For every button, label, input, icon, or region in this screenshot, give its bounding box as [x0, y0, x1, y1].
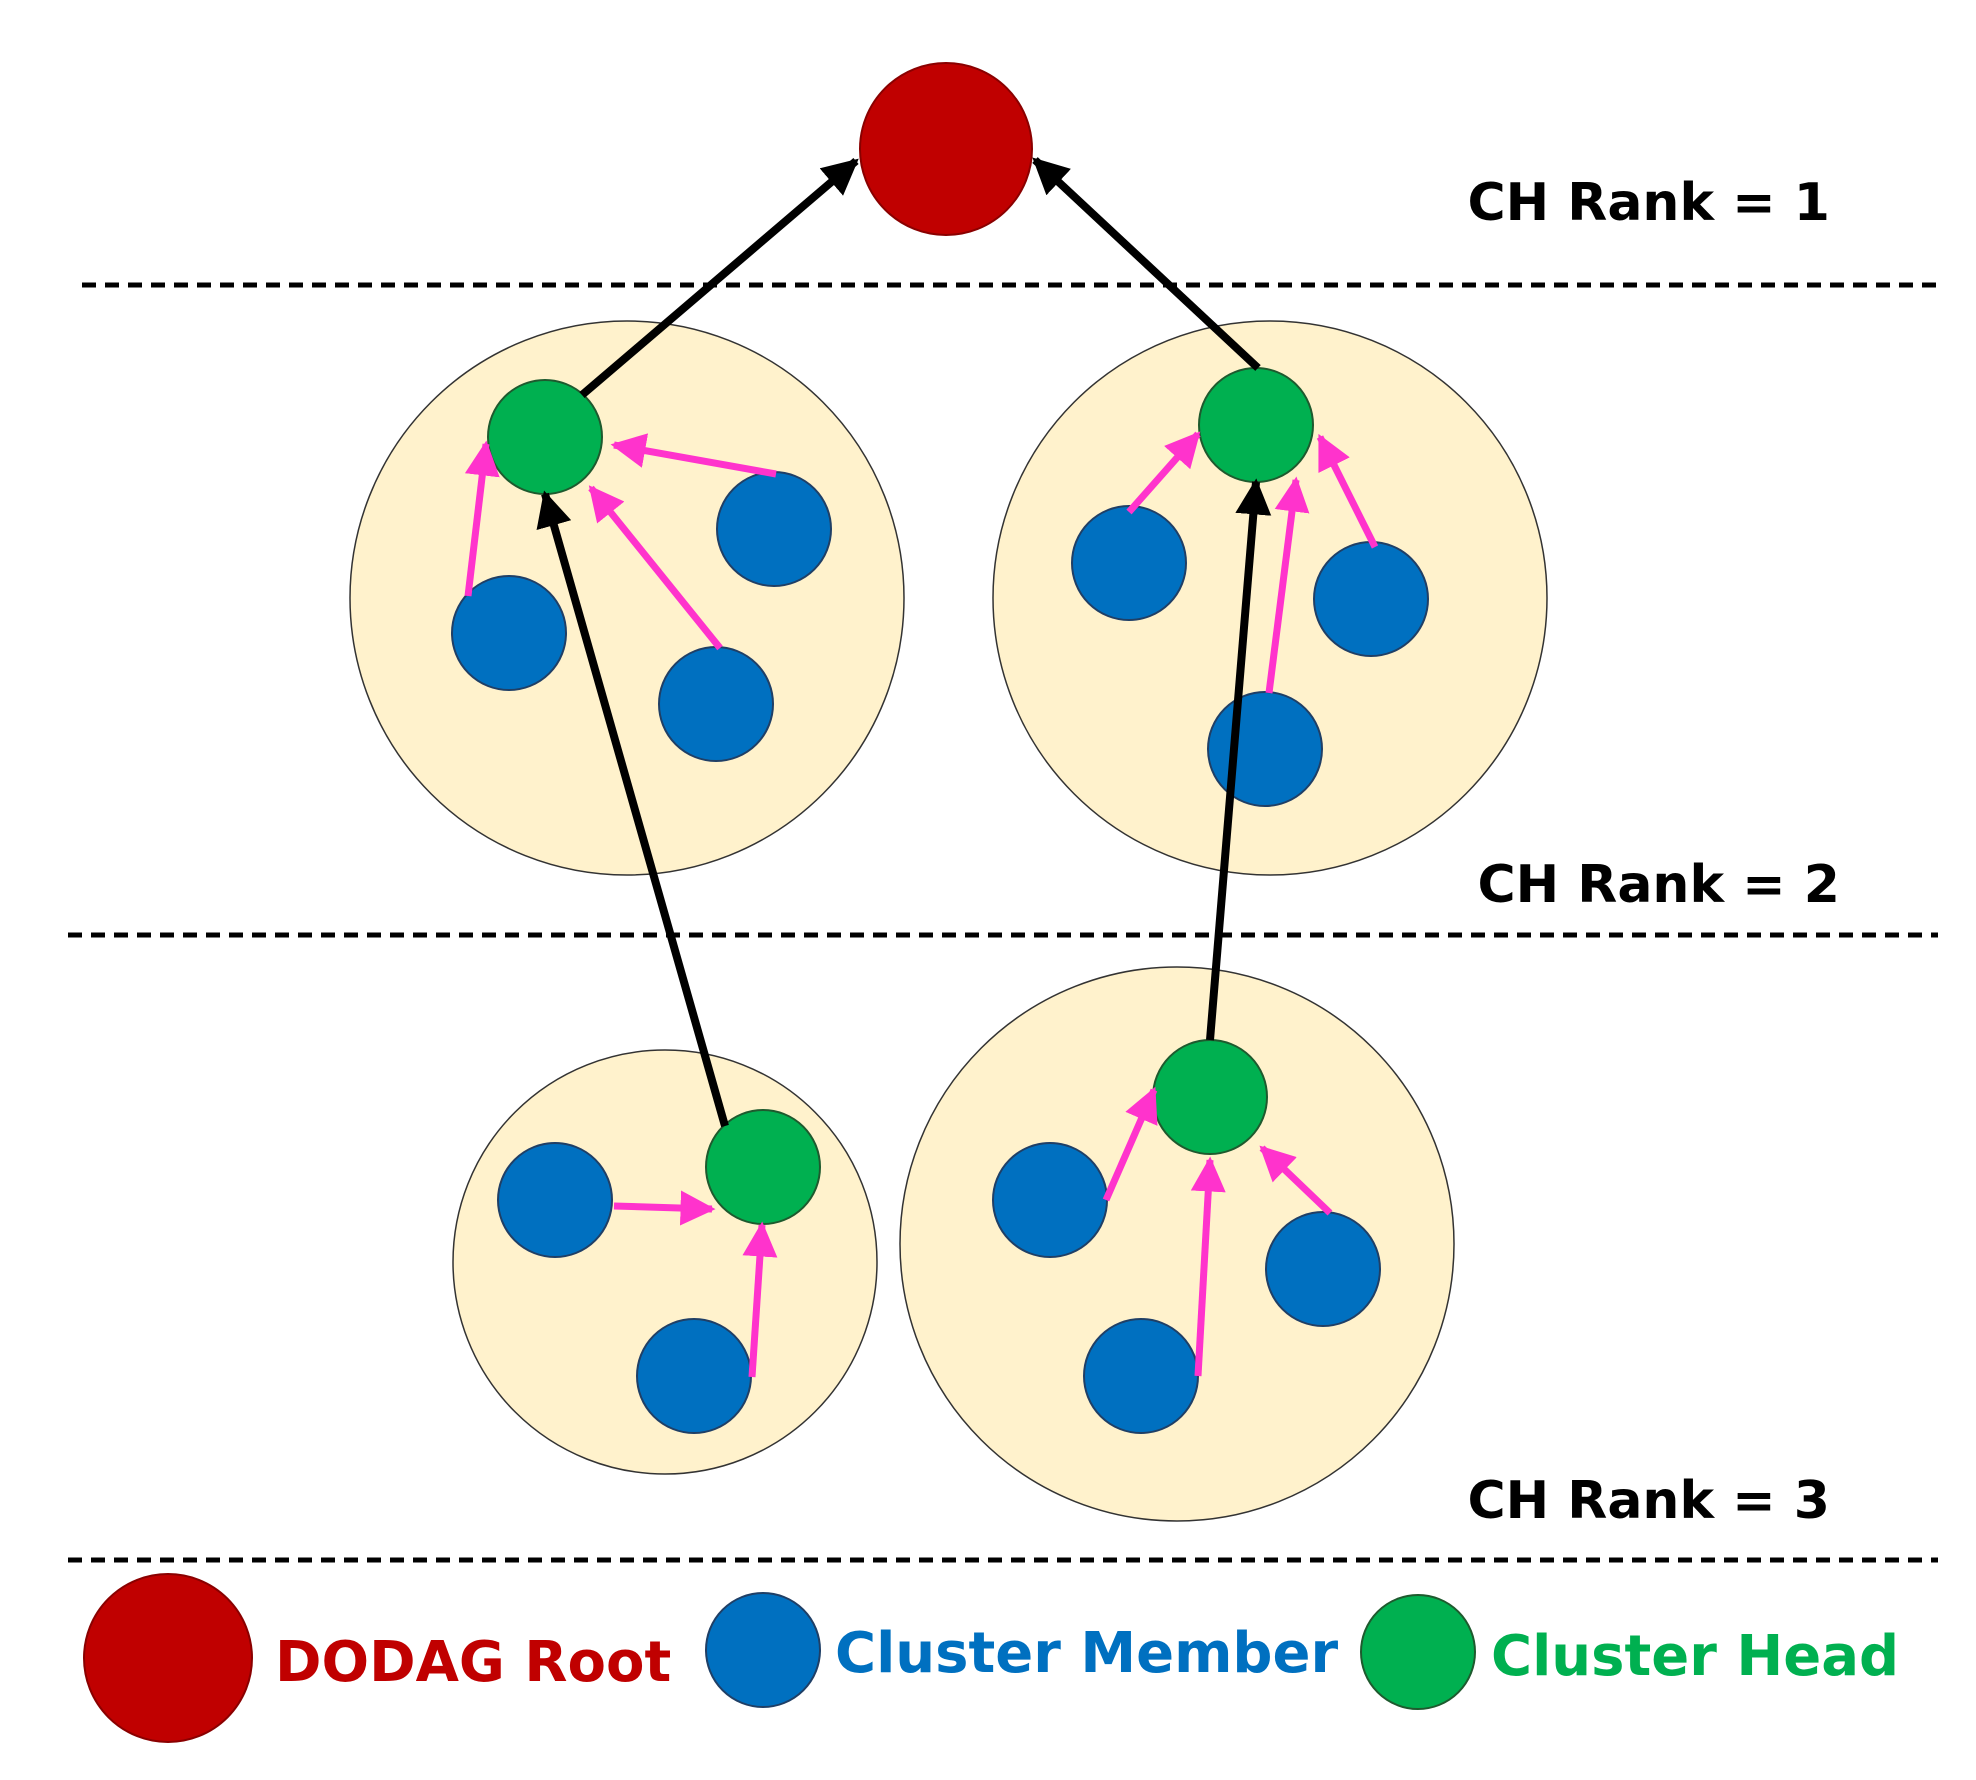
- head-to-head-link: [1206, 478, 1272, 1041]
- member-to-head-link: [464, 440, 500, 597]
- cluster-head-node: [1198, 367, 1314, 483]
- legend: DODAG Root Cluster Member Cluster Head: [83, 1573, 1899, 1743]
- head-to-root-link: [579, 157, 859, 399]
- cluster-member-node: [716, 471, 832, 587]
- cluster-member-node: [1265, 1211, 1381, 1327]
- legend-root-label: DODAG Root: [275, 1630, 671, 1695]
- cluster-member-node: [636, 1318, 752, 1434]
- legend-member-label: Cluster Member: [835, 1621, 1338, 1686]
- cluster-member-node: [1313, 541, 1429, 657]
- cluster-member-node: [658, 646, 774, 762]
- member-to-head-link: [588, 485, 723, 651]
- cluster-head-node: [1152, 1039, 1268, 1155]
- legend-head-swatch: [1360, 1594, 1476, 1710]
- member-to-head-link: [1190, 1156, 1226, 1377]
- member-to-head-link: [1259, 1145, 1333, 1216]
- legend-root-swatch: [83, 1573, 253, 1743]
- member-to-head-link: [1102, 1086, 1158, 1202]
- cluster-head-node: [705, 1109, 821, 1225]
- cluster-boundary: [899, 966, 1455, 1522]
- member-to-head-link: [610, 433, 777, 478]
- member-to-head-link: [1265, 476, 1310, 694]
- cluster-member-node: [1207, 691, 1323, 807]
- member-to-head-link: [613, 1190, 716, 1226]
- cluster-boundary: [992, 320, 1548, 876]
- member-to-head-link: [742, 1221, 778, 1378]
- member-to-head-link: [1316, 433, 1379, 549]
- member-to-head-link: [1126, 431, 1201, 515]
- cluster-member-node: [1083, 1318, 1199, 1434]
- cluster-member-node: [1071, 505, 1187, 621]
- head-to-root-link: [1032, 157, 1261, 371]
- legend-member-swatch: [705, 1592, 821, 1708]
- rank-label-2: CH Rank = 2: [1478, 855, 1840, 915]
- dodag-root-node: [859, 62, 1033, 236]
- rank-label-3: CH Rank = 3: [1468, 1471, 1830, 1531]
- cluster-member-node: [497, 1142, 613, 1258]
- head-to-head-link: [536, 490, 729, 1128]
- cluster-member-node: [992, 1142, 1108, 1258]
- cluster-member-node: [451, 575, 567, 691]
- rank-label-1: CH Rank = 1: [1468, 173, 1830, 233]
- legend-head-label: Cluster Head: [1491, 1624, 1899, 1689]
